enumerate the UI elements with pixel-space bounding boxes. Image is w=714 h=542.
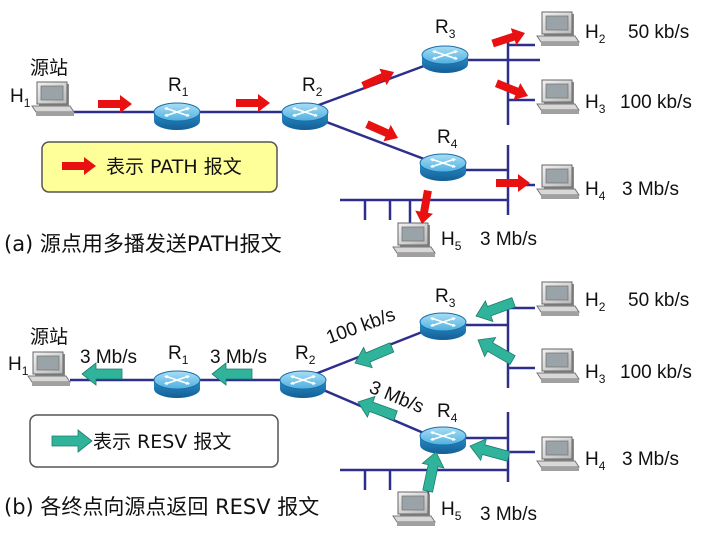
legend-text-b: 表示 RESV 报文 xyxy=(93,431,231,453)
host-label-h5-a: H5 xyxy=(441,229,462,253)
path-arrow-r4-h4 xyxy=(496,174,530,192)
rate-h4-b: 3 Mb/s xyxy=(622,449,679,470)
host-label-h4-a: H4 xyxy=(585,179,606,203)
rate-h5-b: 3 Mb/s xyxy=(480,504,537,525)
caption-b: (b) 各终点向源点返回 RESV 报文 xyxy=(4,495,319,519)
legend-text-a: 表示 PATH 报文 xyxy=(106,156,242,178)
host-label-h5-b: H5 xyxy=(441,499,462,523)
host-h1-b xyxy=(27,351,71,387)
resv-arrow-h4-r4 xyxy=(466,434,512,468)
caption-a: (a) 源点用多播发送PATH报文 xyxy=(4,232,282,256)
rate-h5-a: 3 Mb/s xyxy=(480,229,537,250)
router-r3-a xyxy=(421,45,469,74)
host-h2-b xyxy=(536,281,580,317)
host-label-h2-b: H2 xyxy=(585,290,606,314)
legend-a: 表示 PATH 报文 xyxy=(41,141,278,193)
host-h1-a xyxy=(31,81,75,117)
router-r3-b xyxy=(419,312,467,341)
router-r2-b xyxy=(279,370,327,399)
path-arrow-r4-h5 xyxy=(413,188,437,226)
link-rate-r2-r1: 3 Mb/s xyxy=(210,347,267,368)
rate-h2-a: 50 kb/s xyxy=(628,22,689,43)
router-label-r3-a: R3 xyxy=(435,17,456,41)
host-label-h3-b: H3 xyxy=(585,362,606,386)
host-h5-b xyxy=(392,491,436,527)
links-a xyxy=(70,38,540,230)
host-label-h3-a: H3 xyxy=(585,92,606,116)
path-arrow-h1-r1 xyxy=(98,95,132,113)
host-h5-a xyxy=(392,222,436,258)
host-h2-a xyxy=(536,11,580,47)
resv-arrow-h5-r4 xyxy=(416,449,448,494)
host-label-h4-b: H4 xyxy=(585,449,606,473)
rate-h3-b: 100 kb/s xyxy=(620,362,692,383)
legend-b: 表示 RESV 报文 xyxy=(29,414,279,468)
path-arrow-r2-r4 xyxy=(363,115,402,147)
path-arrow-r1-r2 xyxy=(236,94,270,112)
router-label-r2-b: R2 xyxy=(295,343,316,367)
link-rate-r1-h1: 3 Mb/s xyxy=(80,347,137,368)
panel-b: 源站 H1 3 Mb/s R1 3 Mb/s R2 100 kb/s 3 Mb/… xyxy=(4,281,692,527)
router-r1-a xyxy=(153,102,201,131)
router-label-r4-b: R4 xyxy=(437,401,458,425)
host-label-h2-a: H2 xyxy=(585,22,606,46)
rate-h2-b: 50 kb/s xyxy=(628,290,689,311)
host-label-h1-a: H1 xyxy=(10,86,31,110)
router-label-r1-a: R1 xyxy=(168,75,189,99)
host-h3-a xyxy=(536,79,580,115)
link-rate-r3-r2: 100 kb/s xyxy=(324,304,399,348)
router-label-r2-a: R2 xyxy=(302,75,323,99)
host-h3-b xyxy=(536,348,580,384)
rate-h3-a: 100 kb/s xyxy=(620,92,692,113)
router-r4-b xyxy=(419,426,467,455)
router-label-r4-a: R4 xyxy=(437,127,458,151)
router-label-r1-b: R1 xyxy=(168,343,189,367)
source-label-b: 源站 xyxy=(30,326,68,348)
router-r1-b xyxy=(153,370,201,399)
host-h4-b xyxy=(536,436,580,472)
resv-arrow-r3-r2 xyxy=(350,336,397,374)
router-r4-a xyxy=(419,153,467,182)
router-r2-a xyxy=(281,102,329,131)
host-label-h1-b: H1 xyxy=(8,354,29,378)
source-label-a: 源站 xyxy=(30,57,68,79)
resv-arrow-h3-r3 xyxy=(472,330,519,370)
panel-a: 源站 H1 R1 R2 R3 R4 H2 50 kb/s H3 100 kb/s… xyxy=(4,11,692,258)
router-label-r3-b: R3 xyxy=(435,286,456,310)
host-h4-a xyxy=(536,164,580,200)
rate-h4-a: 3 Mb/s xyxy=(622,179,679,200)
